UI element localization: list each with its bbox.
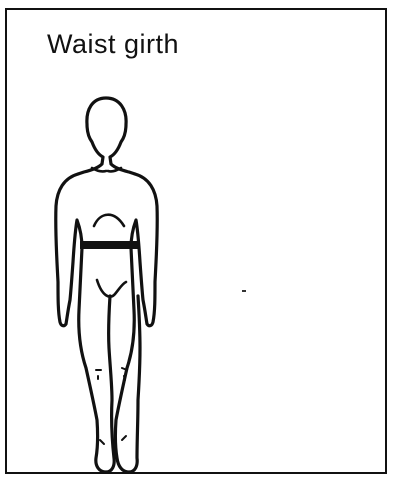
left-ankle-mark bbox=[100, 440, 104, 444]
stray-mark bbox=[242, 290, 246, 292]
rib-arch bbox=[94, 215, 124, 226]
groin-line bbox=[97, 280, 126, 297]
waist-band bbox=[80, 241, 138, 249]
head-outline bbox=[78, 98, 135, 174]
left-knee-mark bbox=[96, 370, 101, 379]
body-right-outline bbox=[115, 174, 157, 472]
chest-left-mark bbox=[92, 168, 106, 171]
right-ankle-mark bbox=[122, 436, 126, 440]
chest-right-mark bbox=[108, 168, 121, 171]
body-left-outline bbox=[56, 174, 114, 472]
